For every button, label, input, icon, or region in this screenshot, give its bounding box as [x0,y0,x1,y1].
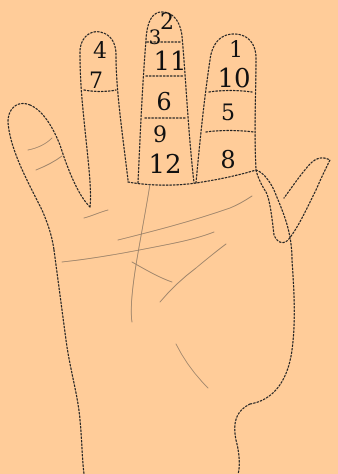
number-6: 6 [156,88,171,116]
number-3: 3 [149,25,162,49]
number-1: 1 [229,38,243,63]
number-11: 11 [153,47,186,77]
number-8: 8 [220,146,235,174]
number-4: 4 [93,39,107,64]
number-7: 7 [89,69,103,94]
number-10: 10 [217,64,250,94]
number-5: 5 [221,101,235,126]
number-9: 9 [153,123,167,148]
number-2: 2 [160,10,174,35]
number-12: 12 [148,150,181,180]
